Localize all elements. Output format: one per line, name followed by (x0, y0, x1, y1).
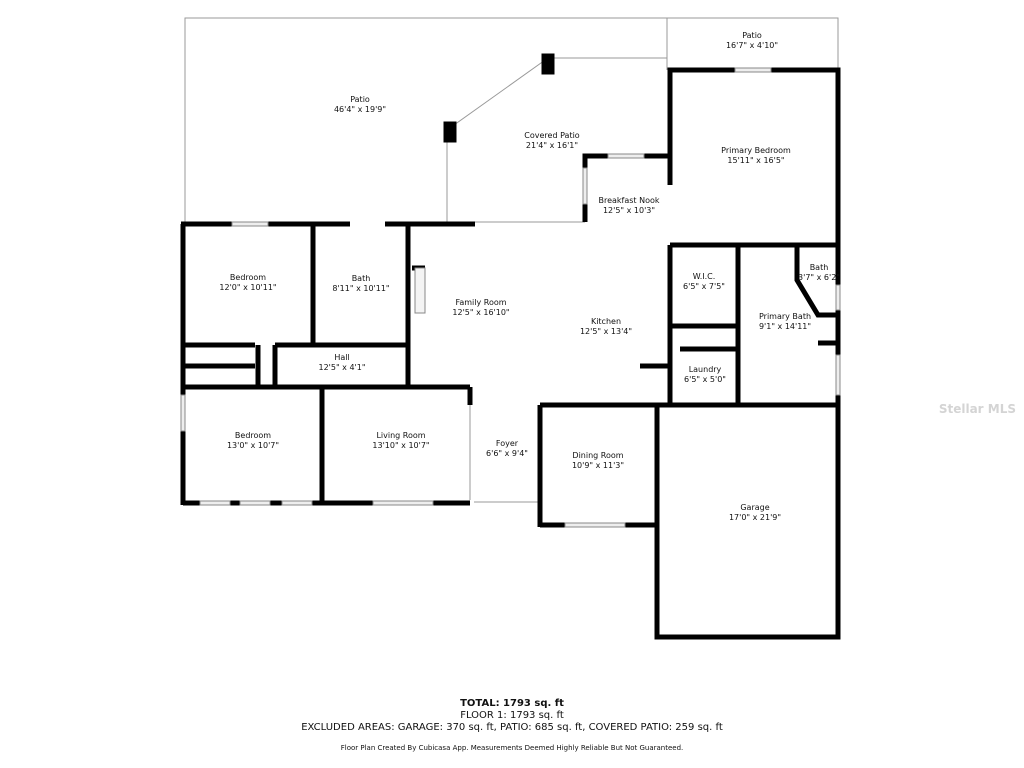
room-name: Bath (809, 263, 829, 272)
room-dims: 6'5" x 7'5" (683, 282, 725, 291)
disclaimer: Floor Plan Created By Cubicasa App. Meas… (340, 744, 684, 752)
room-name: Living Room (376, 431, 426, 440)
room-dims: 12'5" x 4'1" (318, 363, 366, 372)
room-name: Patio (742, 31, 762, 40)
room-dims: 9'1" x 14'11" (758, 322, 812, 331)
room-name: Dining Room (572, 451, 624, 460)
room-wic: W.I.C.6'5" x 7'5" (683, 272, 725, 292)
room-name: Hall (334, 353, 350, 362)
room-name: Patio (350, 95, 370, 104)
room-dims: 21'4" x 16'1" (525, 141, 579, 150)
room-name: Primary Bedroom (721, 146, 791, 155)
room-name: Bath (351, 274, 371, 283)
room-name: Foyer (495, 439, 519, 448)
room-dims: 6'6" x 9'4" (486, 449, 528, 458)
room-dims: 12'5" x 13'4" (579, 327, 633, 336)
excluded-areas: EXCLUDED AREAS: GARAGE: 370 sq. ft, PATI… (301, 722, 723, 733)
room-dims: 13'10" x 10'7" (372, 441, 430, 450)
room-name: Family Room (455, 298, 507, 307)
room-name: Bedroom (229, 273, 267, 282)
room-name: Covered Patio (524, 131, 580, 140)
room-name: Kitchen (590, 317, 622, 326)
room-dims: 8'11" x 10'11" (332, 284, 390, 293)
floor1-area: FLOOR 1: 1793 sq. ft (460, 710, 564, 721)
room-name: W.I.C. (692, 272, 716, 281)
room-dims: 16'7" x 4'10" (725, 41, 779, 50)
watermark: Stellar MLS (938, 402, 1016, 416)
walls (180, 53, 841, 640)
room-name: Laundry (688, 365, 722, 374)
room-dims: 17'0" x 21'9" (728, 513, 782, 522)
room-name: Breakfast Nook (598, 196, 660, 205)
room-dims: 15'11" x 16'5" (727, 156, 785, 165)
room-dims: 46'4" x 19'9" (333, 105, 387, 114)
windows (180, 67, 841, 528)
total-area: TOTAL: 1793 sq. ft (460, 698, 564, 709)
room-name: Bedroom (234, 431, 272, 440)
room-dims: 12'5" x 10'3" (602, 206, 656, 215)
room-name: Primary Bath (758, 312, 812, 321)
room-dims: 6'5" x 5'0" (684, 375, 726, 384)
room-dims: 13'0" x 10'7" (226, 441, 280, 450)
room-name: Garage (740, 503, 770, 512)
room-dims: 12'5" x 16'10" (452, 308, 510, 317)
room-dims: 3'7" x 6'2" (798, 273, 840, 282)
room-dims: 12'0" x 10'11" (219, 283, 277, 292)
room-dims: 10'9" x 11'3" (571, 461, 625, 470)
